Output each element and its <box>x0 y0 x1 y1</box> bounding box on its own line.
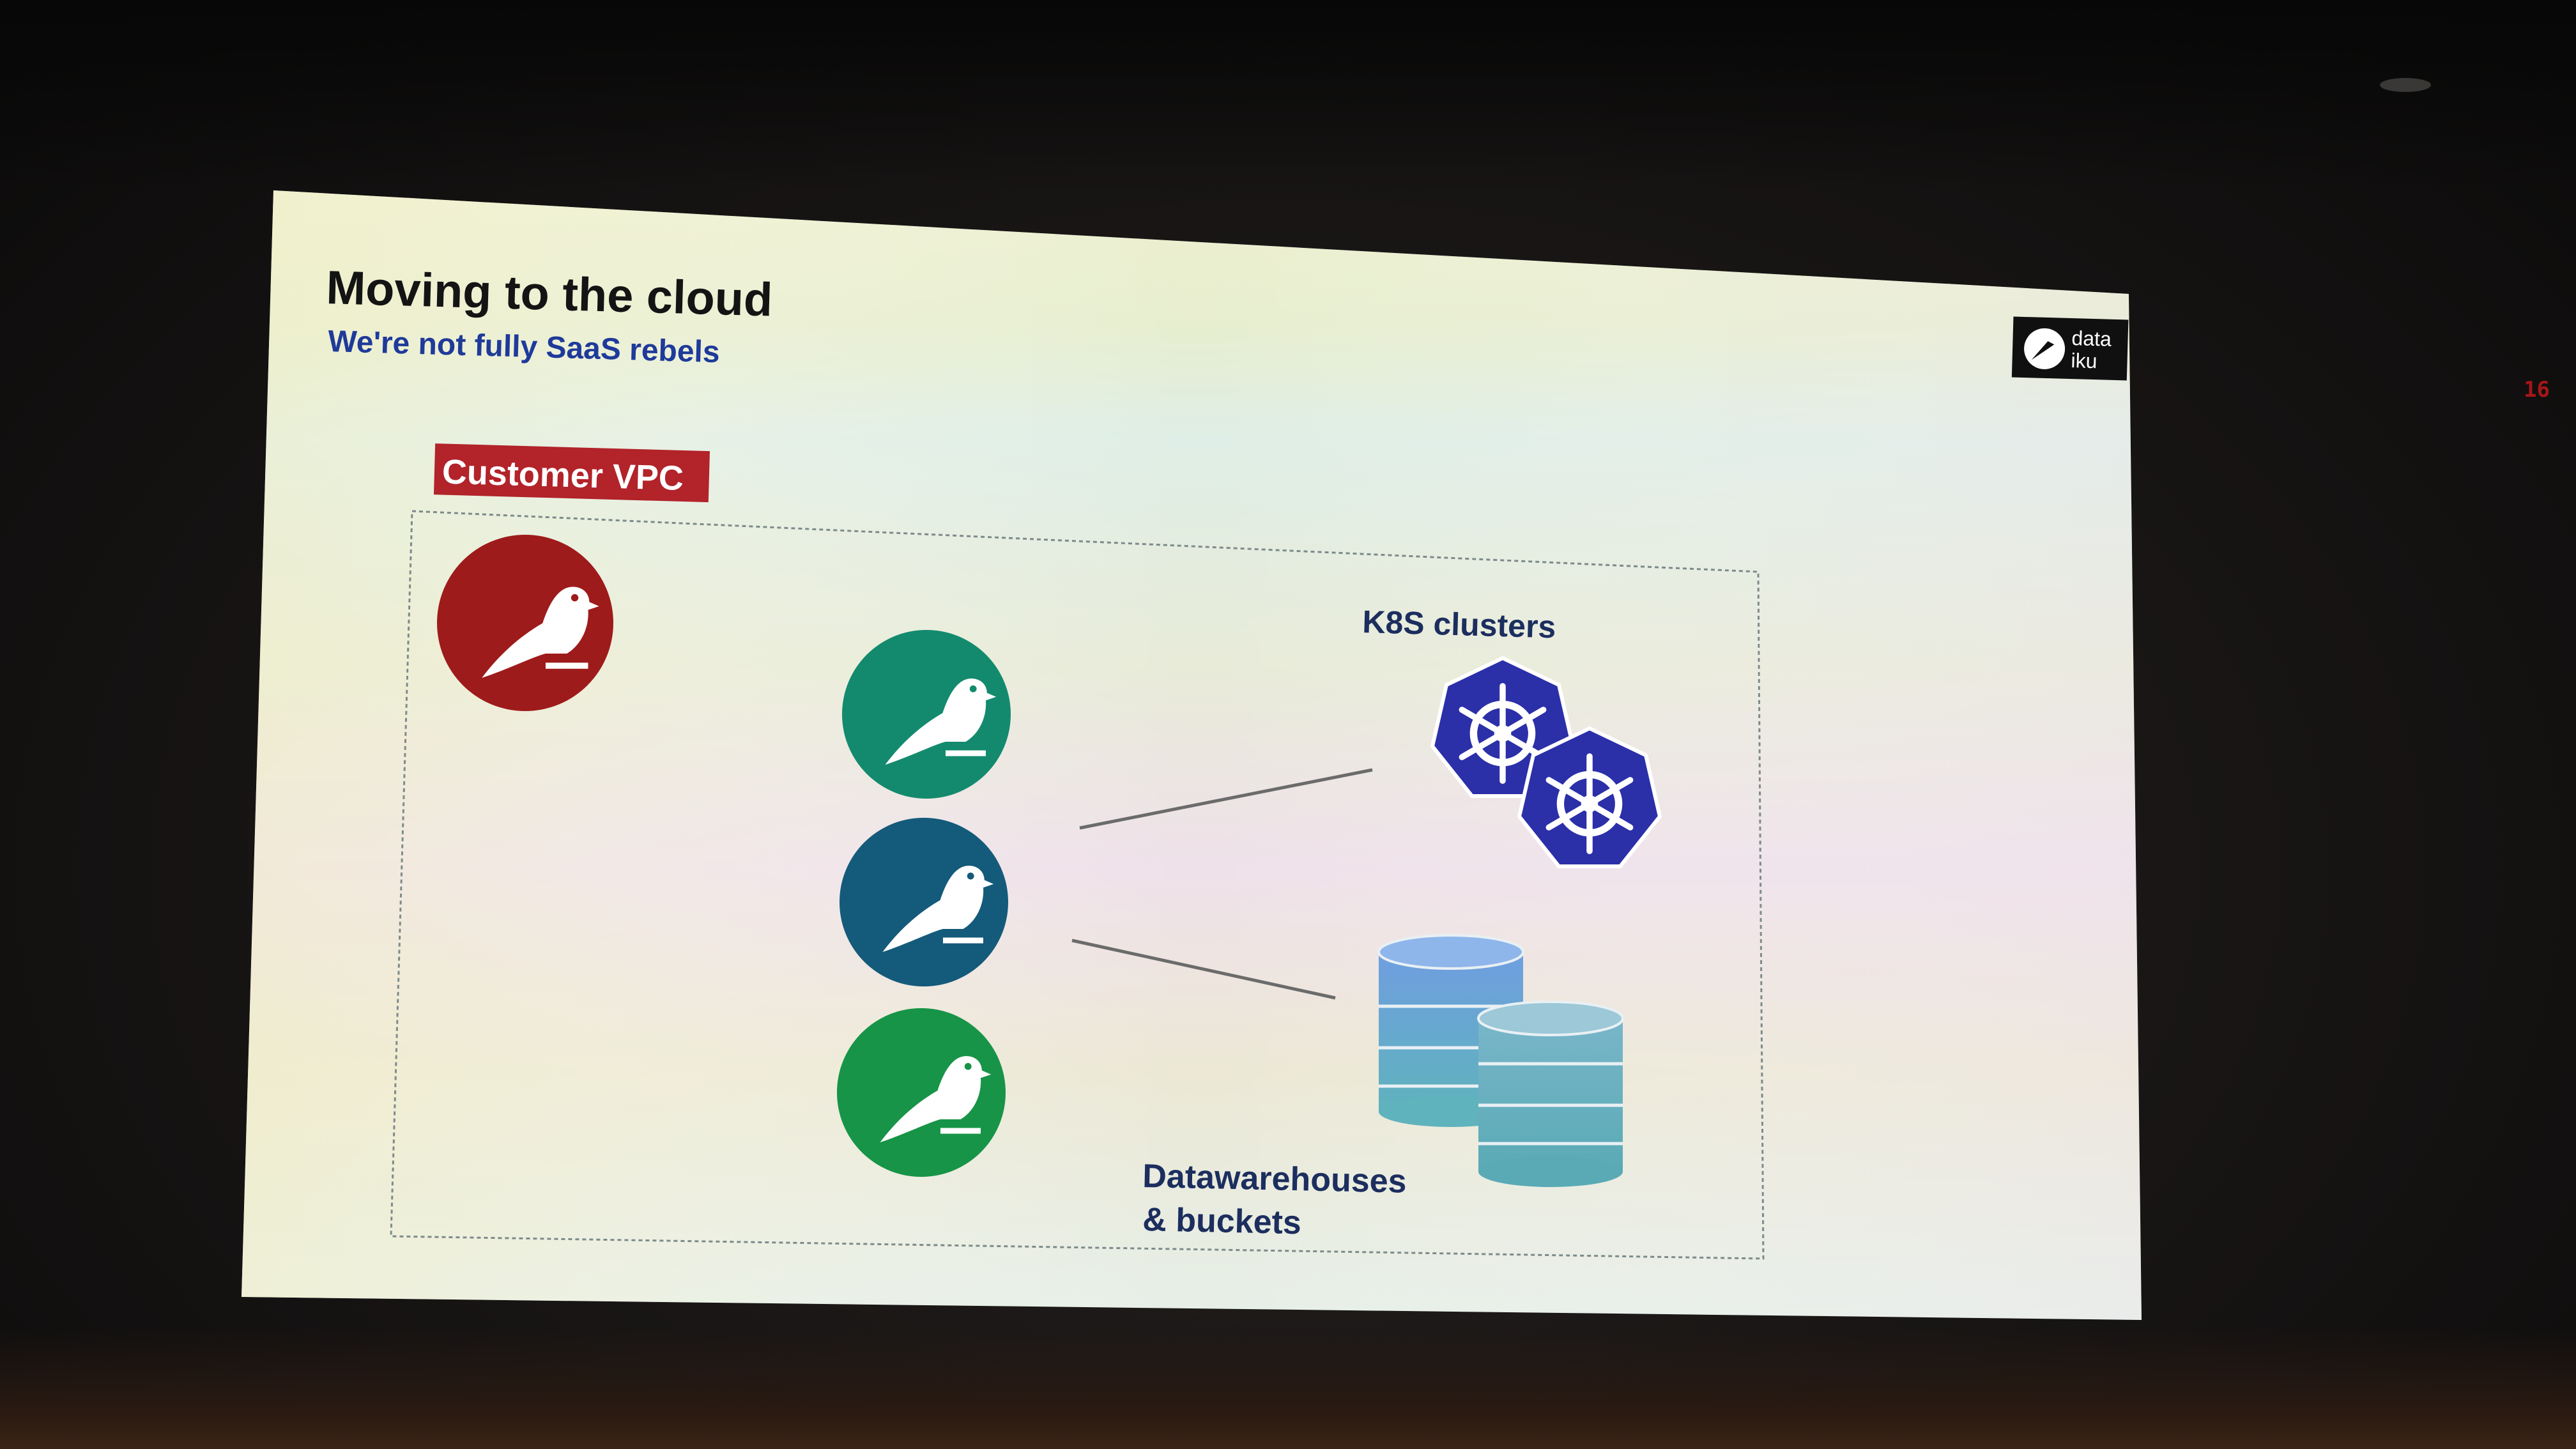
dataiku-node-green <box>837 1008 1006 1177</box>
dataiku-node-red <box>437 535 613 711</box>
customer-vpc-label: Customer VPC <box>441 452 684 498</box>
dataiku-node-teal <box>842 630 1011 799</box>
vpc-boundary <box>390 510 1765 1260</box>
dataiku-logo: data iku <box>2011 316 2129 381</box>
logo-text-data: data <box>2071 326 2112 351</box>
slide-surface-tint <box>241 190 2142 1320</box>
datawarehouse-label-line1: Datawarehouses <box>1142 1158 1407 1200</box>
connector-to-k8s <box>1079 768 1373 830</box>
customer-vpc-badge: Customer VPC <box>433 443 710 503</box>
kubernetes-icon-2 <box>1517 726 1662 868</box>
datawarehouse-label-line2: & buckets <box>1142 1201 1302 1241</box>
floor-glow <box>0 1329 2576 1449</box>
dataiku-node-blue <box>839 818 1008 986</box>
k8s-label: K8S clusters <box>1362 604 1556 645</box>
slide-title: Moving to the cloud <box>326 261 774 326</box>
ceiling-shadow <box>0 0 2576 192</box>
ceiling-fixture <box>2380 78 2431 92</box>
logo-text-iku: iku <box>2071 349 2097 372</box>
connector-to-datawarehouse <box>1071 939 1336 1000</box>
database-icon-2 <box>1477 1000 1624 1187</box>
